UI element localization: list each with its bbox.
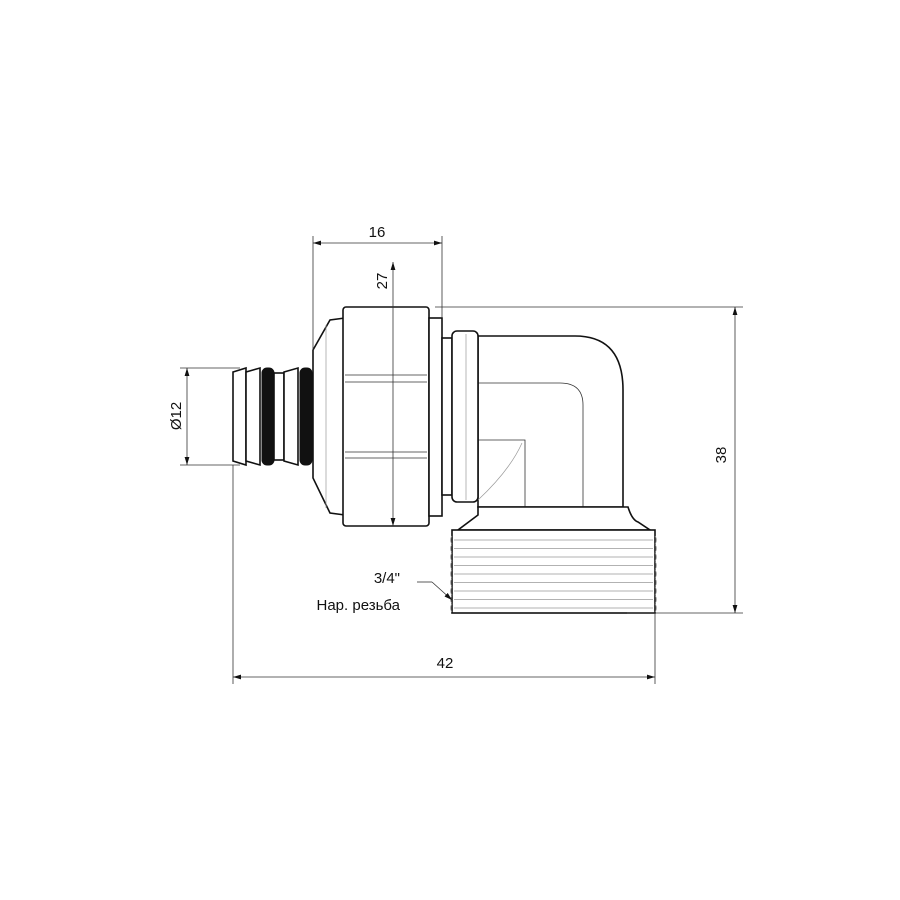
thread-ridge — [450, 552, 657, 562]
thread-ridge — [450, 544, 657, 553]
thread-ridge — [450, 578, 657, 587]
dimension-label: 42 — [437, 655, 454, 672]
dimension-height: 38 — [435, 306, 743, 614]
o-ring — [261, 367, 275, 466]
external-thread — [450, 529, 657, 614]
elbow-body — [451, 330, 653, 531]
dimension-label: 38 — [713, 447, 730, 464]
thread-type-label: Нар. резьба — [317, 597, 401, 614]
dimension-overall-length: 42 — [232, 465, 656, 684]
sleeve-cone — [312, 317, 346, 516]
tube-end — [232, 366, 313, 467]
thread-ridge — [450, 561, 657, 570]
dimension-tube-diameter: Ø12 — [168, 367, 240, 466]
thread-ridge — [450, 535, 657, 545]
dimension-nut-size: 27 — [374, 262, 396, 526]
thread-callout: 3/4" Нар. резьба — [317, 570, 453, 614]
dimension-label: 27 — [374, 273, 391, 290]
dimension-nut-length: 16 — [312, 224, 443, 350]
thread-size-label: 3/4" — [374, 570, 400, 587]
thread-ridge — [450, 569, 657, 579]
washer — [428, 317, 443, 517]
compression-nut — [342, 306, 430, 527]
o-ring — [299, 367, 313, 466]
thread-ridge — [450, 603, 657, 613]
dimension-label: 16 — [369, 224, 386, 241]
dimension-label: Ø12 — [168, 402, 185, 430]
elbow-flange — [451, 330, 479, 503]
